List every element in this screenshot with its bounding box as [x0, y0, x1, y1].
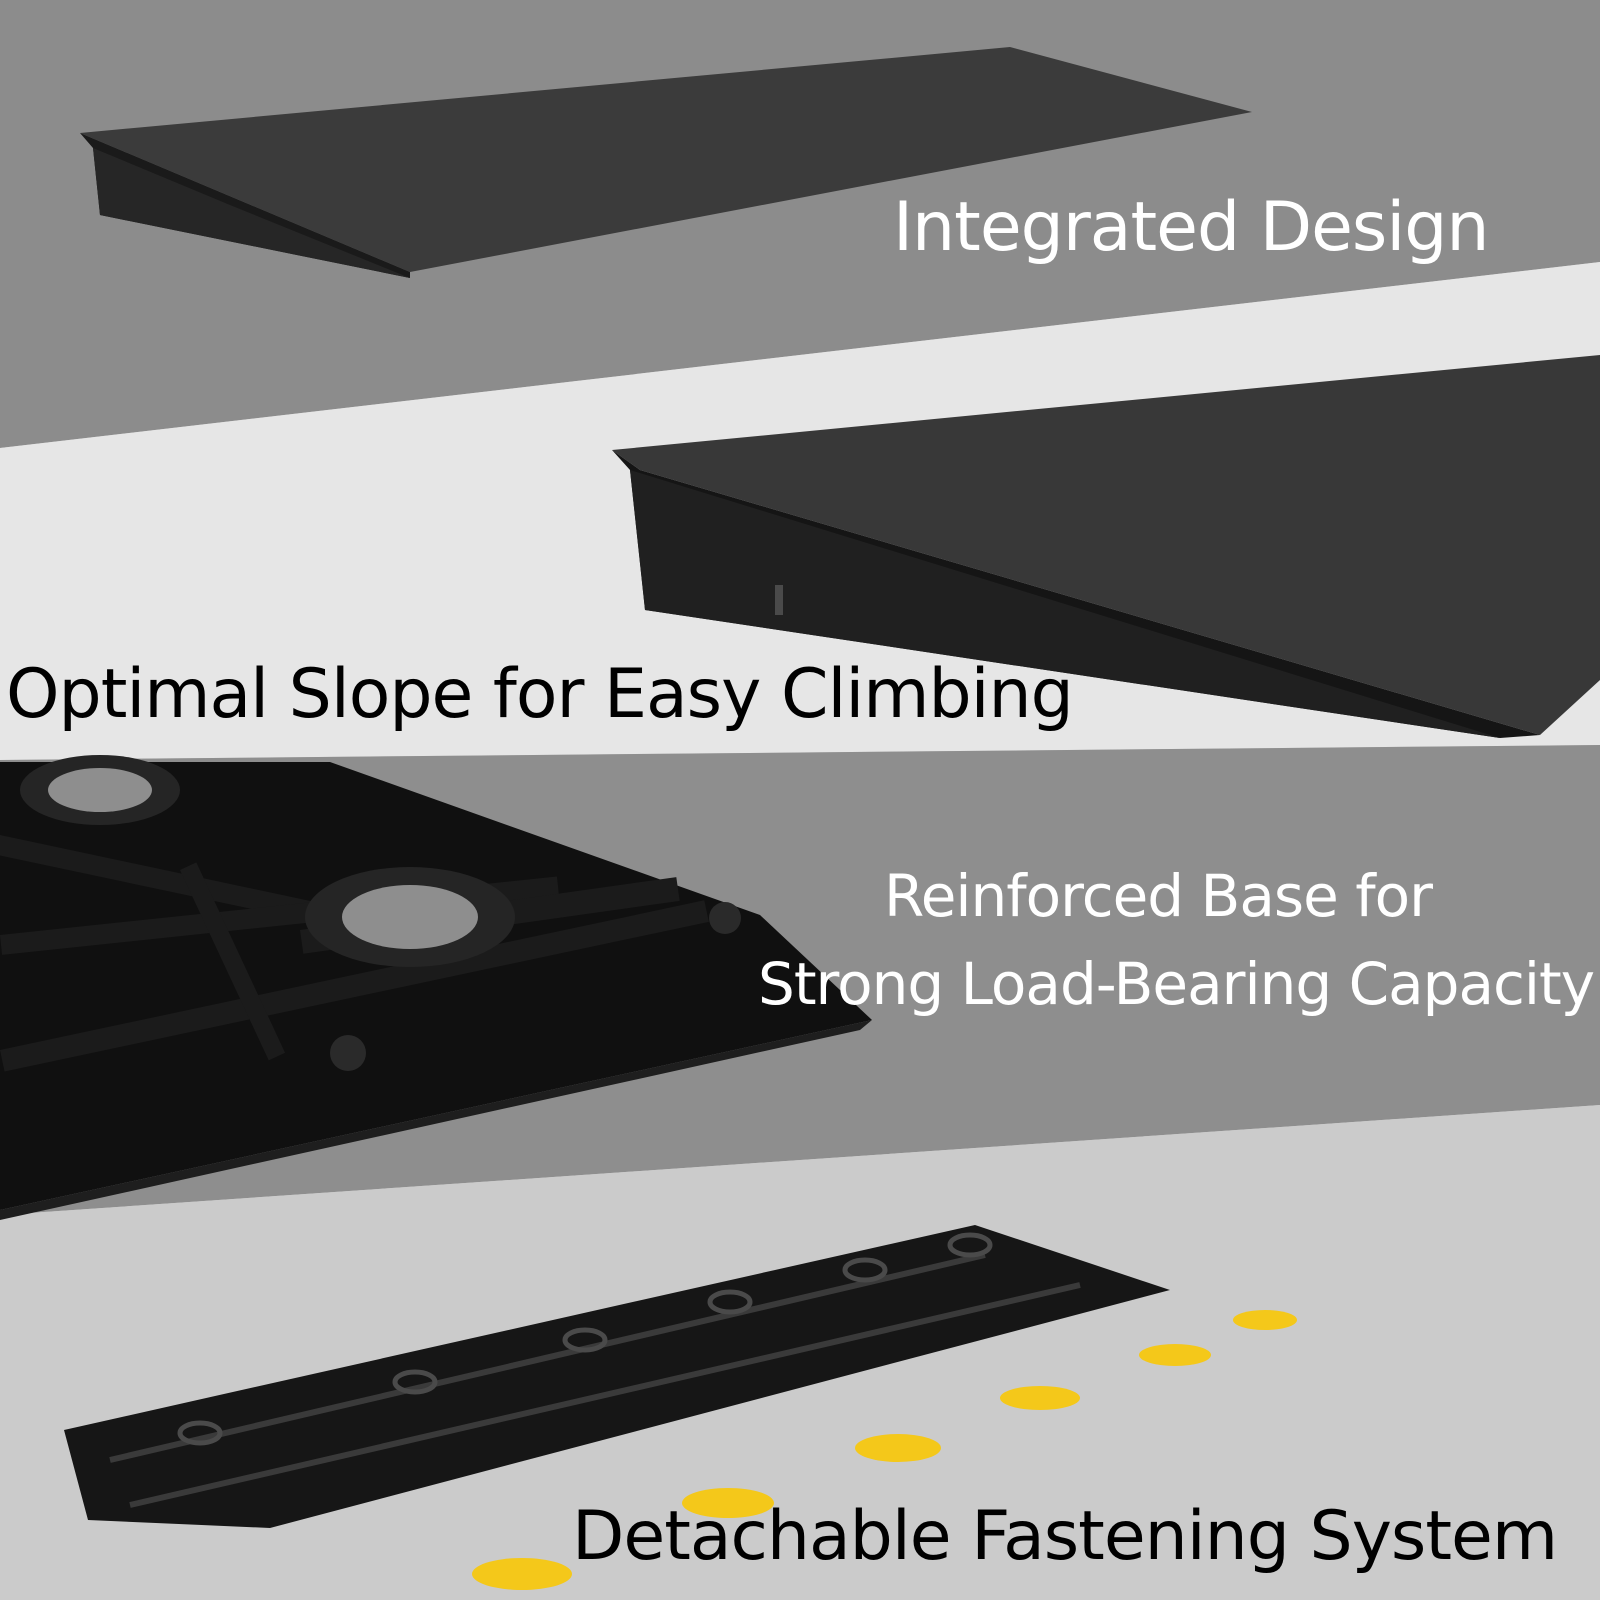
caption-optimal-slope: Optimal Slope for Easy Climbing	[6, 655, 1074, 734]
fastener-disc	[855, 1434, 941, 1462]
caption-reinforced-base-line2: Strong Load-Bearing Capacity	[758, 950, 1595, 1018]
ramp-with-fasteners	[64, 1225, 1170, 1528]
fastener-disc	[682, 1488, 774, 1518]
fastener-disc	[1000, 1386, 1080, 1410]
ramp-side-view	[612, 355, 1600, 738]
caption-detachable-fastening: Detachable Fastening System	[572, 1497, 1558, 1576]
caption-reinforced-base: Reinforced Base for Strong Load-Bearing …	[758, 852, 1595, 1028]
caption-integrated-design: Integrated Design	[893, 188, 1489, 267]
ramp-underside-closeup	[0, 755, 872, 1220]
fastener-disc	[1139, 1344, 1211, 1366]
fastener-disc	[1233, 1310, 1297, 1330]
ramp-top-view	[80, 47, 1252, 278]
caption-reinforced-base-line1: Reinforced Base for	[884, 862, 1433, 930]
yellow-fastener-discs	[472, 1310, 1297, 1590]
fastener-disc	[472, 1558, 572, 1590]
